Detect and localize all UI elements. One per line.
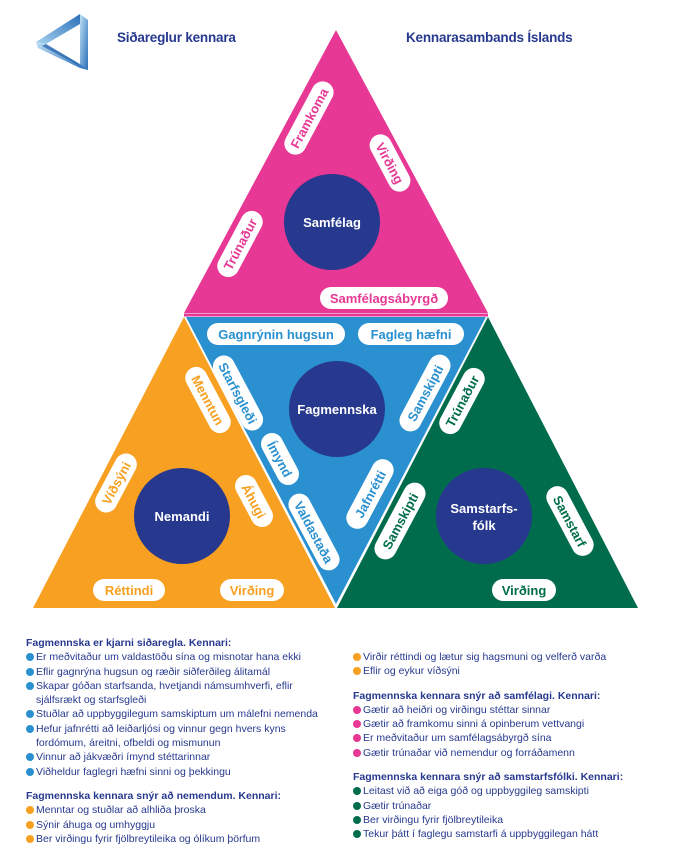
list-item: Gætir að framkomu sinni á opinberum vett…: [353, 717, 663, 731]
list-item: Virðir réttindi og lætur sig hagsmuni og…: [353, 650, 663, 664]
section-nemendur: Fagmennska kennara snýr að nemendum. Ken…: [26, 789, 336, 846]
pill-gagnrynin-hugsun: Gagnrýnin hugsun: [207, 323, 345, 345]
list-item: Eflir gagnrýna hugsun og ræðir siðferðil…: [26, 665, 336, 679]
bullet-icon: [353, 705, 361, 714]
list-item: Stuðlar að uppbyggilegum samskiptum um m…: [26, 707, 336, 721]
bullet-icon: [353, 801, 361, 810]
bullet-icon: [26, 681, 34, 690]
list-item: Sýnir áhuga og umhyggju: [26, 818, 336, 832]
bullet-icon: [26, 667, 34, 676]
list-item: Ber virðingu fyrir fjölbreytileika: [353, 813, 663, 827]
section-fagmennska: Fagmennska er kjarni siðaregla. Kennari:…: [26, 636, 336, 779]
list-item: Gætir trúnaðar: [353, 799, 663, 813]
bullet-icon: [26, 724, 34, 733]
circle-samfelag: [284, 174, 380, 270]
list-item: Vinnur að jákvæðri ímynd stéttarinnar: [26, 750, 336, 764]
section-samfelag: Fagmennska kennara snýr að samfélagi. Ke…: [353, 689, 663, 760]
left-column: Fagmennska er kjarni siðaregla. Kennari:…: [26, 636, 336, 856]
circle-fagmennska: [289, 361, 385, 457]
bullet-icon: [26, 753, 34, 762]
svg-text:Gagnrýnin hugsun: Gagnrýnin hugsun: [218, 327, 334, 342]
organization-name: Kennarasambands Íslands: [406, 30, 573, 45]
section-nemendur-continued: Virðir réttindi og lætur sig hagsmuni og…: [353, 650, 663, 679]
circle-nemandi: [134, 468, 230, 564]
label-samfelag: Samfélag: [303, 215, 361, 230]
pill-rettindi: Réttindi: [93, 579, 165, 601]
bullet-icon: [26, 806, 34, 815]
bullet-icon: [353, 667, 361, 676]
label-samstarfsfolk-1: Samstarfs-: [450, 501, 517, 516]
list-item: Gætir trúnaðar við nemendur og forráðame…: [353, 746, 663, 760]
list-item: Er meðvitaður um valdastöðu sína og misn…: [26, 650, 336, 664]
triangle-logo-icon: [36, 14, 88, 70]
label-samstarfsfolk-2: fólk: [472, 518, 496, 533]
pill-samfelagsabyrgd: Samfélagsábyrgð: [320, 287, 448, 309]
label-fagmennska: Fagmennska: [297, 402, 377, 417]
list-item: Eflir og eykur víðsýni: [353, 664, 663, 678]
svg-text:Virðing: Virðing: [230, 583, 275, 598]
section-title: Fagmennska er kjarni siðaregla. Kennari:: [26, 637, 232, 649]
list-item: Hefur jafnrétti að leiðarljósi og vinnur…: [26, 722, 336, 751]
bullet-icon: [26, 767, 34, 776]
triangle-nemandi: [33, 317, 335, 608]
bullet-icon: [353, 653, 361, 661]
document-title: Siðareglur kennara: [117, 30, 236, 45]
bullet-icon: [26, 820, 34, 829]
list-item: Leitast við að eiga góð og uppbyggileg s…: [353, 784, 663, 798]
bullet-icon: [353, 720, 361, 729]
bullet-icon: [353, 787, 361, 796]
list-item: Menntar og stuðlar að alhliða þroska: [26, 803, 336, 817]
list-item: Viðheldur faglegri hæfni sinni og þekkin…: [26, 765, 336, 779]
bullet-icon: [353, 815, 361, 824]
section-title: Fagmennska kennara snýr að samstarfsfólk…: [353, 771, 624, 784]
pill-virding-right: Virðing: [492, 579, 556, 601]
svg-text:Fagleg hæfni: Fagleg hæfni: [371, 327, 452, 342]
bullet-icon: [353, 734, 361, 743]
list-item: Er meðvitaður um samfélagsábyrgð sína: [353, 731, 663, 745]
bullet-icon: [26, 834, 34, 843]
bullet-icon: [353, 830, 361, 839]
pill-fagleg-haefni: Fagleg hæfni: [358, 323, 464, 345]
svg-text:Réttindi: Réttindi: [105, 583, 153, 598]
pill-virding-left: Virðing: [220, 579, 284, 601]
bullet-icon: [26, 710, 34, 719]
svg-text:Samfélagsábyrgð: Samfélagsábyrgð: [330, 291, 438, 306]
list-item: Ber virðingu fyrir fjölbreytileika og ól…: [26, 832, 336, 846]
circle-samstarfsfolk: [436, 468, 532, 564]
section-title: Fagmennska kennara snýr að nemendum. Ken…: [26, 789, 281, 802]
section-title: Fagmennska kennara snýr að samfélagi. Ke…: [353, 689, 601, 702]
right-column: Virðir réttindi og lætur sig hagsmuni og…: [353, 650, 663, 852]
ethics-triangle-diagram: Samfélag Fagmennska Nemandi Samstarfs- f…: [33, 30, 638, 608]
triangle-samfelag: [184, 30, 488, 313]
section-samstarfsfolk: Fagmennska kennara snýr að samstarfsfólk…: [353, 770, 663, 841]
list-item: Skapar góðan starfsanda, hvetjandi námsu…: [26, 679, 336, 708]
label-nemandi: Nemandi: [155, 509, 210, 524]
bullet-icon: [26, 653, 34, 662]
triangle-samstarfsfolk: [337, 317, 638, 608]
list-item: Gætir að heiðri og virðingu stéttar sinn…: [353, 703, 663, 717]
bullet-icon: [353, 748, 361, 757]
triangle-fagmennska: [186, 317, 486, 604]
list-item: Tekur þátt í faglegu samstarfi á uppbygg…: [353, 827, 663, 841]
svg-text:Virðing: Virðing: [502, 583, 547, 598]
